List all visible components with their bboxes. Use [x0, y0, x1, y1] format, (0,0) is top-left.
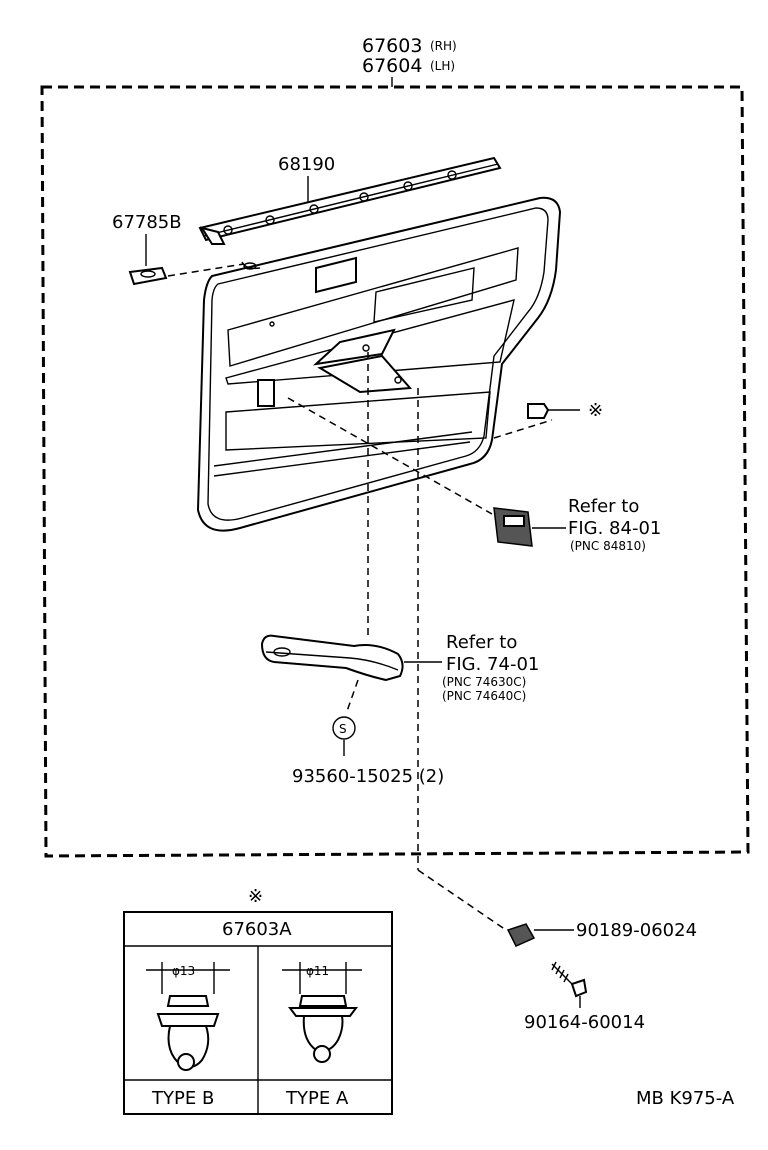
part-number-lh: 67604 [362, 55, 422, 77]
clip-type-a-dimension: φ11 [306, 964, 329, 978]
window-switch-dashline [287, 397, 493, 515]
panel-clip-right: ※ [493, 400, 603, 439]
panel-vent [315, 256, 357, 294]
handle-screw-hole [273, 647, 291, 657]
weatherstrip-label: 68190 [278, 154, 335, 175]
screw-93560-label: 93560-15025 (2) [292, 766, 444, 787]
panel-screw-hole [269, 321, 275, 327]
weatherstrip-clip-hole [265, 215, 275, 225]
panel-armrest-grip [317, 354, 413, 394]
clip-type-b-flange [156, 1013, 220, 1027]
panel-handle-recess [312, 328, 396, 366]
window-switch-button [503, 515, 525, 527]
clip-67785b-dashline [167, 263, 245, 277]
screw-90164-label: 90164-60014 [524, 1012, 645, 1033]
retainer-diagonal-dashline [417, 869, 507, 931]
weatherstrip-inner-line [203, 163, 499, 237]
window-switch-refer: Refer to [568, 496, 639, 517]
clip-type-b-leg [167, 1025, 210, 1069]
retainer-label: 90189-06024 [576, 920, 697, 941]
assembly-frame [40, 85, 750, 858]
door-trim-panel [196, 196, 562, 532]
retainer-screw: 90189-06024 90164-60014 [417, 388, 697, 1033]
weatherstrip-68190: 68190 [198, 154, 502, 245]
panel-clip-right-dashline [493, 419, 553, 439]
panel-clip-right-mark: ※ [588, 400, 603, 421]
handle-refer: Refer to [446, 632, 517, 653]
clip-67785b-body [128, 266, 168, 286]
clip-type-b-head [166, 995, 210, 1007]
part-tag-lh: (LH) [430, 59, 455, 73]
handle-pnc-2: (PNC 74640C) [442, 689, 526, 703]
retainer-body [506, 923, 536, 947]
clip-type-a-flange [288, 1007, 358, 1017]
window-switch-pnc: (PNC 84810) [570, 539, 646, 553]
clip-type-b-dimension: φ13 [172, 964, 195, 978]
weatherstrip-clip-hole [223, 225, 233, 235]
screw-93560-symbol-circle [332, 716, 356, 740]
panel-clip-hole [243, 262, 257, 270]
part-tag-rh: (RH) [430, 39, 457, 53]
clip-type-a-leg [302, 1015, 344, 1052]
handle-pnc-1: (PNC 74630C) [442, 675, 526, 689]
handle-edge [265, 651, 399, 671]
handle-body [260, 634, 404, 682]
clip-67785b: 67785B [112, 212, 245, 286]
screw-90164-thread [551, 961, 569, 983]
weatherstrip-end [199, 226, 226, 245]
weatherstrip-clip-hole [403, 181, 413, 191]
clip-table-title: 67603A [222, 919, 292, 940]
clip-67785b-hole [140, 270, 156, 278]
clip-table: ※ 67603A φ13 TYPE B φ11 TYP [123, 886, 393, 1115]
panel-screw-hole [394, 376, 402, 384]
handle-fig: FIG. 74-01 [446, 654, 539, 675]
panel-lower-line-1 [213, 431, 473, 467]
part-number-rh: 67603 [362, 35, 422, 57]
inside-handle: Refer to FIG. 74-01 (PNC 74630C) (PNC 74… [260, 352, 539, 703]
clip-type-a-tip [313, 1045, 331, 1063]
panel-upper-recess [373, 267, 475, 323]
clip-type-a: φ11 TYPE A [282, 962, 362, 1109]
screw-90164-head [570, 978, 588, 998]
clip-type-b-tip [177, 1053, 195, 1071]
panel-lock-knob [257, 379, 275, 407]
weatherstrip-clip-hole [309, 204, 319, 214]
window-switch: Refer to FIG. 84-01 (PNC 84810) [287, 397, 661, 553]
screw-93560-dashline [345, 679, 359, 715]
assembly-header: 67603 (RH) 67604 (LH) [362, 35, 457, 87]
clip-type-b: φ13 TYPE B [146, 962, 230, 1109]
clip-type-a-label: TYPE A [285, 1088, 349, 1109]
panel-armrest-upper [225, 299, 515, 385]
panel-lower-trim-line [225, 391, 491, 451]
diagram-code: MB K975-A [636, 1088, 735, 1109]
clip-67785b-label: 67785B [112, 212, 182, 233]
panel-screw-hole [362, 344, 370, 352]
panel-inner-outline [207, 207, 549, 521]
weatherstrip-clip-hole [447, 170, 457, 180]
panel-upper-pocket [227, 247, 519, 367]
panel-lower-line-2 [213, 441, 471, 477]
clip-table-mark: ※ [248, 886, 263, 907]
screw-93560-symbol: S [339, 722, 347, 736]
clip-type-b-label: TYPE B [151, 1088, 214, 1109]
window-switch-fig: FIG. 84-01 [568, 518, 661, 539]
screw-93560: S 93560-15025 (2) [292, 679, 444, 787]
clip-type-a-head [298, 995, 348, 1007]
weatherstrip-clip-hole [359, 192, 369, 202]
panel-corner-detail [241, 261, 261, 270]
panel-clip-right-body [527, 403, 550, 419]
